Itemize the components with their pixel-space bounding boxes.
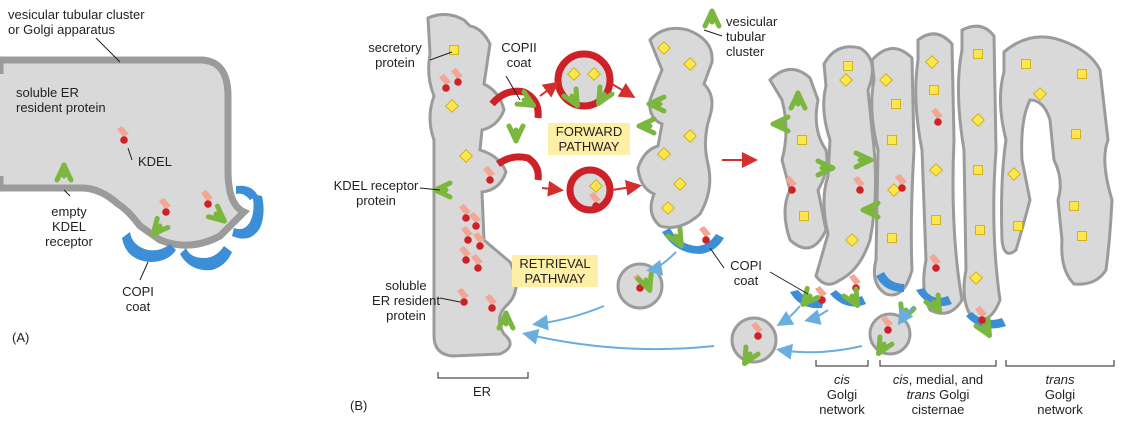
- vesicular-tubular-cluster: [636, 26, 714, 229]
- leader-lines: [419, 29, 809, 303]
- leader-line: [139, 261, 149, 281]
- region-brackets: [437, 360, 1115, 379]
- cisternae-line-1: cis, medial, and: [892, 372, 984, 387]
- leader-line: [95, 37, 121, 63]
- er-label: ER: [472, 384, 492, 399]
- kdel-label: KDEL: [138, 154, 172, 169]
- leader-line: [127, 147, 133, 161]
- leader-line: [63, 189, 71, 197]
- panel-a-membrane: [0, 56, 251, 249]
- golgi-cisternae-label: cis, medial, and trans Golgi cisternae: [876, 372, 1000, 417]
- forward-arrows: [539, 81, 758, 197]
- cisternae-line-2: trans Golgi: [906, 387, 970, 402]
- panel-b-label: (B): [350, 398, 368, 413]
- retrieval-arrows: [522, 251, 915, 360]
- panel-a-copi-coat: [122, 185, 264, 271]
- panel-a-label: (A): [12, 330, 30, 345]
